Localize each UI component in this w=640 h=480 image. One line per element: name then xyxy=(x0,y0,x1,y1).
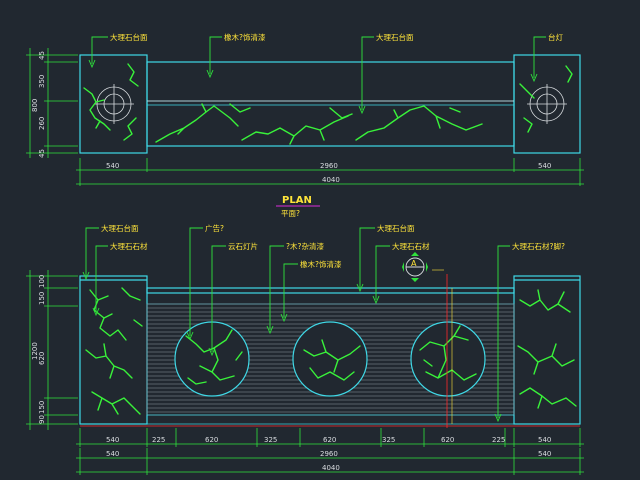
elev-lightbox-left xyxy=(174,321,250,397)
dim-elev-h7: 620 xyxy=(441,436,454,444)
dim-plan-htotal: 4040 xyxy=(322,176,340,184)
dim-elev-h1: 540 xyxy=(106,436,119,444)
dim-elev-h5: 620 xyxy=(323,436,336,444)
label-elev-oak-veneer: 橡木?饰清漆 xyxy=(300,259,342,269)
plan-right-lamp xyxy=(527,84,567,124)
elev-counter-top xyxy=(146,287,515,294)
dim-elev-h6: 325 xyxy=(382,436,395,444)
dim-elev-v1: 100 xyxy=(38,275,46,288)
plan-horizontal-dimensions: 540 2960 540 4040 xyxy=(76,158,584,186)
dim-elev-r2-2: 2960 xyxy=(320,450,338,458)
elev-base xyxy=(146,414,515,425)
dim-elev-v2: 150 xyxy=(38,292,46,305)
label-plan-wood-veneer: 橡木?饰清漆 xyxy=(224,32,266,42)
dim-plan-v1: 45 xyxy=(38,51,46,60)
label-plan-marble-top-left: 大理石台面 xyxy=(110,32,148,42)
dim-plan-h3: 540 xyxy=(538,162,551,170)
elev-pillar-veins xyxy=(85,287,577,415)
elev-vertical-dimensions: 100 150 620 150 90 1200 xyxy=(26,270,78,430)
elev-lightbox-right xyxy=(410,321,486,397)
label-elev-marble-material-mid: 大理石石材 xyxy=(392,241,430,251)
plan-left-lamp xyxy=(94,84,134,124)
plan-marble-veins xyxy=(83,63,573,145)
dim-plan-v3: 260 xyxy=(38,117,46,130)
dim-elev-vtotal: 1200 xyxy=(31,342,39,360)
elevation-view: A 大理石台面 大理石石材 广告? 云石灯片 ?木?杂清漆 橡木?饰清漆 大理石… xyxy=(26,223,584,475)
section-marker-a: A xyxy=(402,252,428,282)
dim-elev-h8: 225 xyxy=(492,436,505,444)
dim-elev-h2: 225 xyxy=(152,436,165,444)
label-elev-marble-material: 大理石石材 xyxy=(110,241,148,251)
elev-horizontal-dimensions: 540 225 620 325 620 325 620 225 540 540 … xyxy=(76,428,584,475)
plan-view: 大理石台面 橡木?饰清漆 大理石台面 台灯 45 350 260 45 xyxy=(26,32,584,218)
dim-elev-v3: 620 xyxy=(38,352,46,365)
plan-labels: 大理石台面 橡木?饰清漆 大理石台面 台灯 xyxy=(88,32,563,115)
dim-elev-h4: 325 xyxy=(264,436,277,444)
dim-elev-htotal: 4040 xyxy=(322,464,340,472)
dim-plan-h1: 540 xyxy=(106,162,119,170)
label-elev-marble-top-left: 大理石台面 xyxy=(101,223,139,233)
plan-counter xyxy=(146,61,515,147)
label-plan-marble-top-mid: 大理石台面 xyxy=(376,32,414,42)
label-elev-marble-top-mid: 大理石台面 xyxy=(377,223,415,233)
dim-plan-h2: 2960 xyxy=(320,162,338,170)
label-plan-desk-lamp: 台灯 xyxy=(548,32,563,42)
elevation-labels: 大理石台面 大理石石材 广告? 云石灯片 ?木?杂清漆 橡木?饰清漆 大理石台面… xyxy=(82,223,565,423)
dim-elev-h9: 540 xyxy=(538,436,551,444)
section-marker-text: A xyxy=(411,259,417,268)
plan-vertical-dimensions: 45 350 260 45 800 xyxy=(26,48,78,158)
label-elev-ad: 广告? xyxy=(205,223,224,233)
dim-plan-v2: 350 xyxy=(38,75,46,88)
elev-lightbox-center xyxy=(292,321,368,397)
label-elev-marble-skirting: 大理石石材?脚? xyxy=(512,241,565,251)
dim-elev-v4: 150 xyxy=(38,401,46,414)
dim-elev-r2-1: 540 xyxy=(106,450,119,458)
plan-title: PLAN xyxy=(282,195,312,206)
label-elev-lightbox: 云石灯片 xyxy=(228,241,258,251)
dim-plan-vtotal: 800 xyxy=(31,99,39,112)
dim-plan-v4: 45 xyxy=(38,149,46,158)
dim-elev-r2-3: 540 xyxy=(538,450,551,458)
dim-elev-h3: 620 xyxy=(205,436,218,444)
label-elev-wood-lacquer: ?木?杂清漆 xyxy=(286,241,324,251)
dim-elev-v5: 90 xyxy=(38,415,46,424)
plan-subtitle: 平面? xyxy=(281,209,300,218)
